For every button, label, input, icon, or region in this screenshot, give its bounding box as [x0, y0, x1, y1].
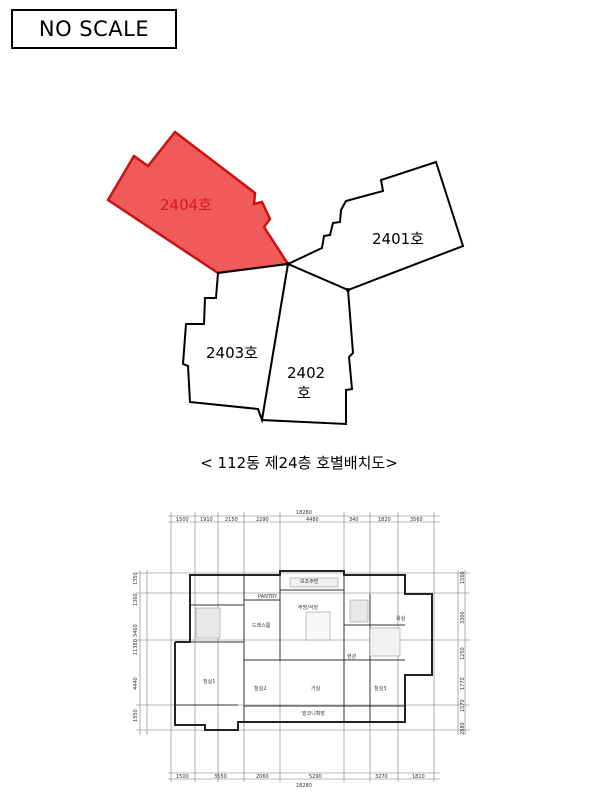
- room-living: 거실: [311, 685, 321, 692]
- unit-2402-shape[interactable]: [260, 262, 355, 426]
- dimension-label: 2150: [225, 517, 238, 523]
- dimension-label: 3270: [375, 774, 388, 780]
- room-kitchen: 주방/식당: [298, 604, 318, 611]
- room-utility: 보조주방: [300, 578, 319, 585]
- room-bedroom2: 침실2: [254, 685, 266, 692]
- room-bedroom1: 침실1: [203, 678, 215, 685]
- dimension-label: 4480: [306, 517, 319, 523]
- dimension-label: 1350: [133, 572, 139, 585]
- room-balcony: 발코니확장: [302, 710, 325, 717]
- diagram-caption: < 112동 제24층 호별배치도>: [200, 454, 398, 472]
- unit-2403-label: 2403호: [206, 344, 258, 362]
- room-entrance: 현관: [347, 653, 357, 660]
- dimension-label: 1250: [460, 647, 466, 660]
- dimension-label: 1910: [200, 517, 213, 523]
- dimension-label: 1350: [133, 709, 139, 722]
- room-pantry: PANTRY: [258, 594, 278, 600]
- no-scale-label: NO SCALE: [11, 9, 177, 49]
- total-dimension-top: 18280: [296, 510, 312, 516]
- unit-2401-label: 2401호: [372, 230, 424, 248]
- bottom-dimensions: 1500 3550 2060 5290 3270 1810: [176, 774, 425, 780]
- dimension-label: 1360: [133, 593, 139, 606]
- dimension-label: 1570: [460, 699, 466, 712]
- total-dimension-bottom: 18280: [296, 783, 312, 789]
- dimension-label: 2060: [256, 774, 269, 780]
- dimension-label: 1500: [176, 517, 189, 523]
- unit-2402-label-line1: 2402: [287, 364, 326, 382]
- dimension-label: 11380: [133, 639, 139, 655]
- dimension-label: 3560: [410, 517, 423, 523]
- left-dimensions: 1350 1360 3460 11380 4440 1350: [133, 572, 139, 722]
- room-bath: 욕실: [396, 615, 406, 622]
- right-dimensions: 1560 3300 1250 1770 1570 2880: [460, 571, 466, 735]
- room-dress: 드레스룸: [252, 622, 271, 629]
- dimension-label: 1560: [460, 571, 466, 584]
- dimension-label: 5290: [309, 774, 322, 780]
- unit-2401-shape[interactable]: [285, 160, 465, 292]
- dimension-label: 2880: [460, 722, 466, 735]
- dimension-label: 1820: [378, 517, 391, 523]
- dimension-label: 1500: [176, 774, 189, 780]
- floor-plan: 거실 주방/식당 침실1 침실2 침실3 욕실 발코니확장 보조주방 드레스룸 …: [133, 510, 470, 789]
- room-bedroom3: 침실3: [374, 685, 386, 692]
- top-dimensions: 1500 1910 2150 2290 4480 340 1820 3560: [176, 517, 423, 523]
- dimension-label: 1770: [460, 677, 466, 690]
- dimension-label: 3300: [460, 611, 466, 624]
- dimension-label: 4440: [133, 677, 139, 690]
- unit-2402-label-line2: 호: [297, 384, 311, 402]
- dimension-label: 3550: [214, 774, 227, 780]
- dimension-label: 3460: [133, 624, 139, 637]
- dimension-label: 2290: [256, 517, 269, 523]
- dimension-label: 1810: [412, 774, 425, 780]
- unit-2404-label: 2404호: [160, 196, 212, 214]
- dimension-label: 340: [349, 517, 359, 523]
